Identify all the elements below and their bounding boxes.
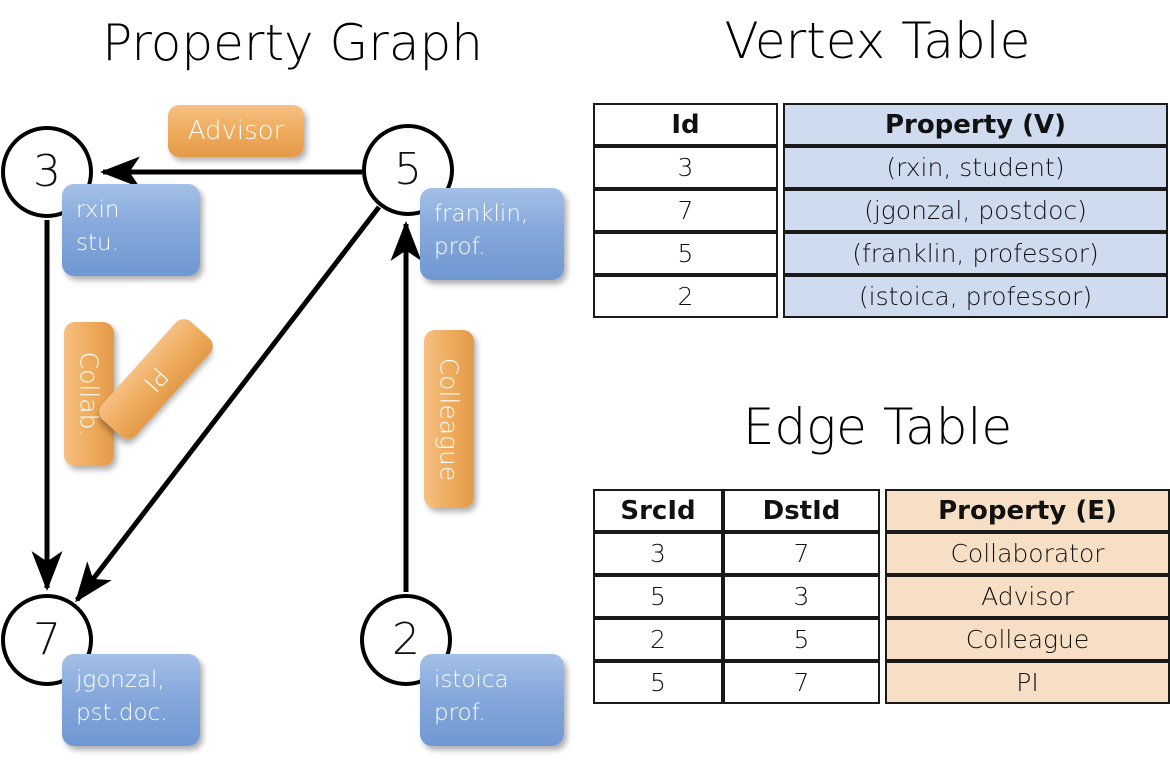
graph-edge-arrows: [31, 156, 422, 603]
column-separator: [778, 146, 783, 189]
table-row: 5 7 PI: [593, 661, 1170, 704]
table-row: 3 7 Collaborator: [593, 532, 1170, 575]
edge-arrow-5-to-7: [75, 205, 381, 603]
edge-table-cell-srcid: 3: [593, 532, 723, 575]
table-header-row: Id Property (V): [593, 103, 1168, 146]
vertex-property-callout-7-role: pst.doc.: [76, 700, 168, 727]
table-row: 7 (jgonzal, postdoc): [593, 189, 1168, 232]
edge-table-cell-dstid: 7: [723, 661, 880, 704]
edge-table-cell-property: Colleague: [885, 618, 1170, 661]
edge-table-cell-dstid: 7: [723, 532, 880, 575]
vertex-table-cell-property: (jgonzal, postdoc): [783, 189, 1168, 232]
table-row: 2 5 Colleague: [593, 618, 1170, 661]
edge-table-cell-property: Advisor: [885, 575, 1170, 618]
edge-label-colleague-text: Colleague: [434, 357, 464, 481]
page-title-property-graph: Property Graph: [102, 14, 483, 72]
edge-table: SrcId DstId Property (E) 3 7 Collaborato…: [593, 489, 1170, 704]
graph-vertex-7-label: 7: [33, 614, 61, 665]
vertex-table: Id Property (V) 3 (rxin, student) 7 (jgo…: [593, 103, 1168, 318]
vertex-property-callout-3-role: stu.: [76, 230, 119, 257]
table-header-row: SrcId DstId Property (E): [593, 489, 1170, 532]
graph-vertex-5[interactable]: 5: [362, 124, 454, 216]
vertex-table-cell-id: 7: [593, 189, 778, 232]
column-separator: [778, 189, 783, 232]
table-row: 2 (istoica, professor): [593, 275, 1168, 318]
vertex-table-cell-id: 3: [593, 146, 778, 189]
table-row: 5 (franklin, professor): [593, 232, 1168, 275]
vertex-table-cell-id: 2: [593, 275, 778, 318]
column-separator: [778, 232, 783, 275]
column-separator: [778, 275, 783, 318]
graph-vertex-2[interactable]: 2: [360, 594, 452, 686]
vertex-property-callout-2: istoica prof.: [420, 654, 564, 746]
edge-table-header-property: Property (E): [885, 489, 1170, 532]
graph-vertex-5-label: 5: [394, 144, 422, 195]
edge-table-cell-dstid: 5: [723, 618, 880, 661]
table-row: 3 (rxin, student): [593, 146, 1168, 189]
edge-label-colleague: Colleague: [424, 330, 474, 508]
vertex-property-callout-5-role: prof.: [434, 234, 486, 261]
property-graph-diagram: 3 5 7 2 rxin stu. franklin, prof. jgonza…: [1, 105, 564, 746]
edge-table-cell-property: PI: [885, 661, 1170, 704]
graph-vertex-2-label: 2: [392, 614, 420, 665]
vertex-property-callout-7: jgonzal, pst.doc.: [62, 654, 200, 746]
column-separator: [880, 489, 885, 532]
edge-label-pi-text: PI: [137, 360, 175, 398]
edge-label-collab: Collab.: [64, 322, 114, 466]
edge-table-cell-srcid: 2: [593, 618, 723, 661]
vertex-property-callout-5: franklin, prof.: [420, 188, 564, 280]
column-separator: [880, 618, 885, 661]
table-row: 5 3 Advisor: [593, 575, 1170, 618]
vertex-table-cell-property: (istoica, professor): [783, 275, 1168, 318]
column-separator: [778, 103, 783, 146]
vertex-property-callout-5-name: franklin,: [434, 201, 529, 227]
column-separator: [880, 661, 885, 704]
edge-table-header-srcid: SrcId: [593, 489, 723, 532]
edge-table-cell-srcid: 5: [593, 575, 723, 618]
vertex-table-header-id: Id: [593, 103, 778, 146]
graph-vertex-3-label: 3: [33, 146, 61, 197]
vertex-table-header-property: Property (V): [783, 103, 1168, 146]
vertex-property-callout-3-name: rxin: [76, 197, 120, 223]
page-title-vertex-table: Vertex Table: [724, 12, 1031, 70]
vertex-property-callout-3: rxin stu.: [62, 184, 200, 276]
column-separator: [880, 575, 885, 618]
vertex-table-cell-property: (rxin, student): [783, 146, 1168, 189]
vertex-property-callout-7-name: jgonzal,: [76, 667, 165, 693]
vertex-property-callout-2-name: istoica: [434, 667, 509, 693]
vertex-property-callout-2-role: prof.: [434, 700, 486, 727]
edge-table-cell-dstid: 3: [723, 575, 880, 618]
vertex-table-cell-id: 5: [593, 232, 778, 275]
column-separator: [880, 532, 885, 575]
edge-label-advisor: Advisor: [168, 105, 304, 157]
edge-label-collab-text: Collab.: [74, 351, 104, 437]
vertex-table-cell-property: (franklin, professor): [783, 232, 1168, 275]
page-title-edge-table: Edge Table: [742, 398, 1013, 456]
edge-table-cell-property: Collaborator: [885, 532, 1170, 575]
edge-table-cell-srcid: 5: [593, 661, 723, 704]
edge-table-header-dstid: DstId: [723, 489, 880, 532]
edge-label-advisor-text: Advisor: [187, 116, 285, 146]
